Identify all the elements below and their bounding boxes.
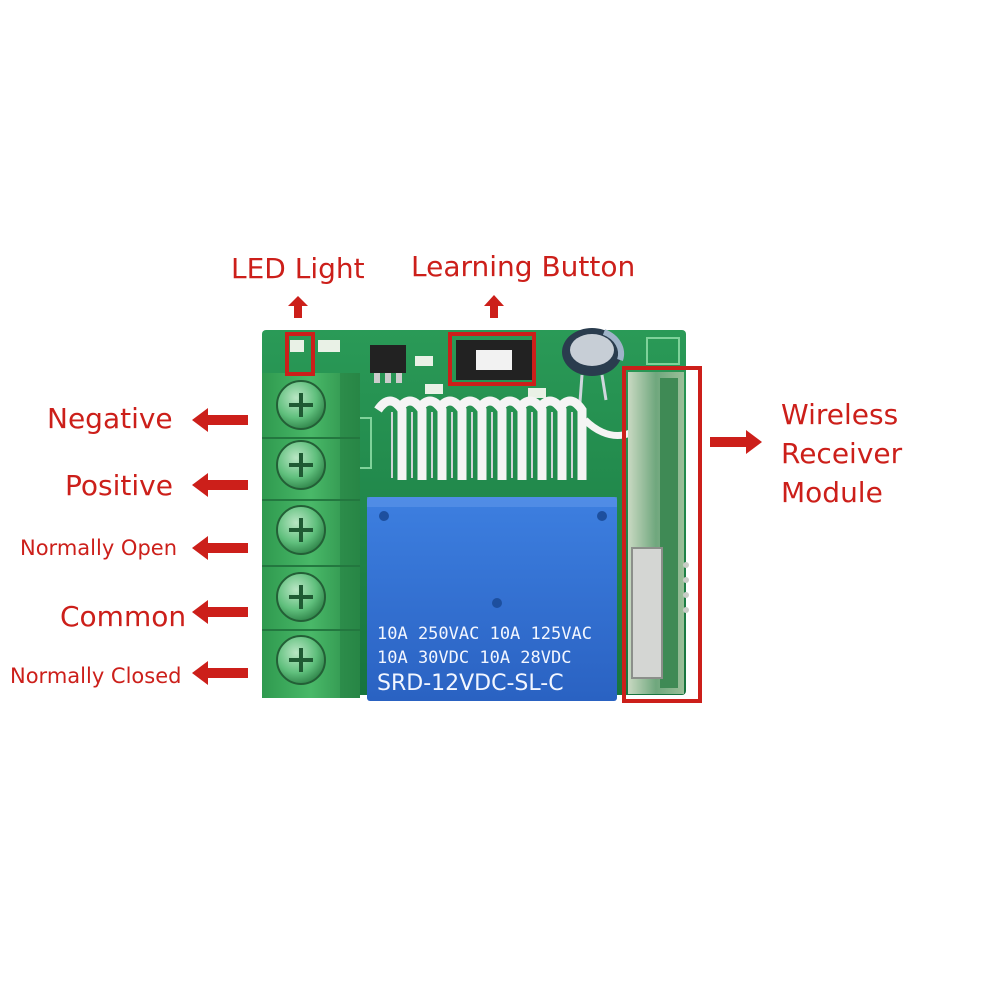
receiver-module-pcb <box>660 378 678 688</box>
label-module: Module <box>781 476 883 509</box>
relay-rivet <box>379 511 389 521</box>
label-led-light: LED Light <box>231 252 365 285</box>
coiled-antenna <box>374 396 587 480</box>
label-learning-button: Learning Button <box>411 250 636 283</box>
relay-rating-line-1: 10A 250VAC 10A 125VAC <box>377 624 592 644</box>
arrow-left-negative <box>192 408 248 432</box>
label-positive: Positive <box>65 469 173 502</box>
coiled-antenna-shading <box>391 412 573 478</box>
relay-rivet <box>597 511 607 521</box>
screw-common <box>276 572 326 622</box>
regulator-leg <box>396 373 402 383</box>
capacitor-leg <box>600 374 608 401</box>
arrow-right-receiver-module <box>710 430 762 454</box>
smd-component <box>528 388 546 398</box>
relay-edge <box>367 497 617 507</box>
screw-positive <box>276 440 326 490</box>
arrow-left-positive <box>192 473 248 497</box>
label-wireless-receiver-module: Wireless Receiver Module <box>781 395 902 512</box>
arrow-left-normally-open <box>192 536 248 560</box>
highlight-receiver-module <box>622 366 702 703</box>
smd-component <box>425 384 443 394</box>
label-common: Common <box>60 600 187 633</box>
highlight-learning-button <box>448 332 536 386</box>
label-normally-closed: Normally Closed <box>10 664 182 688</box>
label-negative: Negative <box>47 402 173 435</box>
relay-rating-line-2: 10A 30VDC 10A 28VDC <box>377 648 572 668</box>
pcb-pad <box>646 337 680 365</box>
arrow-up-learning-button <box>484 295 504 318</box>
screw-normally-open <box>276 505 326 555</box>
terminal-block-side <box>340 373 360 698</box>
relay-body <box>367 497 617 701</box>
regulator-leg <box>385 373 391 383</box>
arrow-left-common <box>192 600 248 624</box>
smd-component <box>318 340 340 352</box>
capacitor-top <box>570 334 614 366</box>
arrow-up-led <box>288 296 308 318</box>
relay-model: SRD-12VDC-SL-C <box>377 671 564 696</box>
smd-component <box>415 356 433 366</box>
highlight-led <box>285 332 315 376</box>
arrow-left-normally-closed <box>192 661 248 685</box>
regulator-leg <box>374 373 380 383</box>
screw-negative <box>276 380 326 430</box>
regulator-chip <box>370 345 406 373</box>
screw-normally-closed <box>276 635 326 685</box>
label-wireless: Wireless <box>781 398 899 431</box>
capacitor-stripe <box>602 329 625 361</box>
learning-button-cap <box>476 350 512 370</box>
receiver-module-pins <box>683 562 689 613</box>
label-normally-open: Normally Open <box>20 536 178 560</box>
relay-rivet <box>492 598 502 608</box>
receiver-module-can <box>631 547 663 679</box>
led-component <box>290 340 304 352</box>
capacitor-leg <box>578 374 584 403</box>
label-receiver: Receiver <box>781 437 903 470</box>
